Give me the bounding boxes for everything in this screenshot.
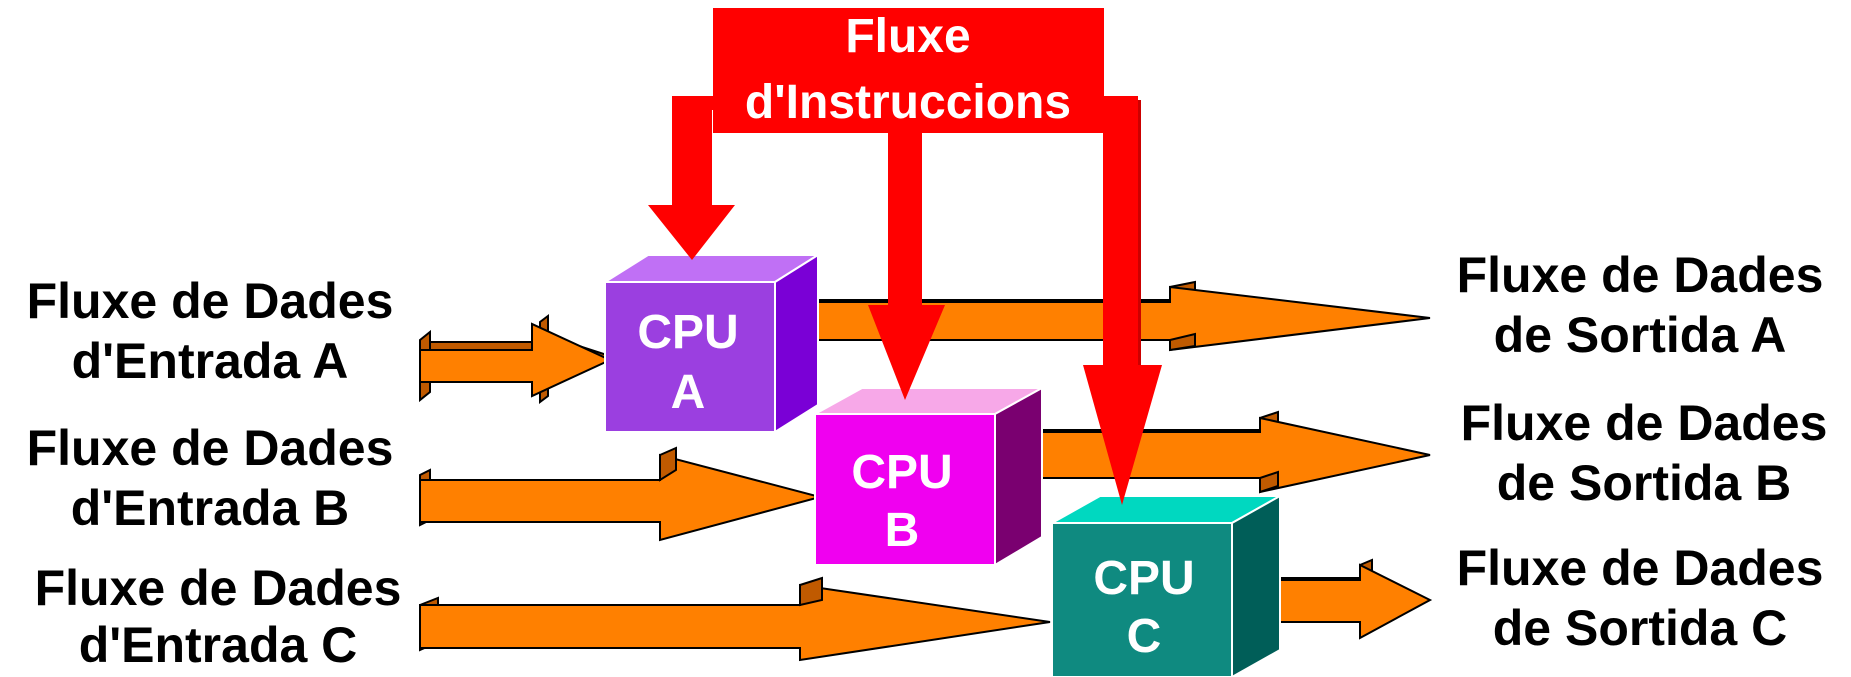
output-label-a-line1: Fluxe de Dades: [1457, 247, 1824, 303]
input-arrow-b: [419, 446, 824, 542]
output-label-b: Fluxe de Dades de Sortida B: [1461, 395, 1828, 511]
cpu-b: CPU B: [814, 386, 1043, 567]
instruction-arrow-b: [868, 110, 945, 400]
cpu-a-label: CPU: [637, 306, 738, 359]
cpu-a-letter: A: [671, 366, 706, 419]
output-arrow-b: [1019, 410, 1431, 494]
input-label-b: Fluxe de Dades d'Entrada B: [27, 420, 394, 536]
input-arrow-c: [419, 576, 1051, 662]
cpu-c-label: CPU: [1093, 552, 1194, 605]
input-label-c-line2: d'Entrada C: [79, 617, 358, 673]
instruction-title-line2: d'Instruccions: [745, 76, 1071, 129]
instruction-arrow-a: [648, 100, 735, 260]
output-arrow-c: [1259, 558, 1433, 640]
input-label-b-line1: Fluxe de Dades: [27, 420, 394, 476]
output-label-c-line1: Fluxe de Dades: [1457, 540, 1824, 596]
cpu-a: CPU A: [601, 253, 822, 434]
output-label-a-line2: de Sortida A: [1494, 307, 1787, 363]
cpu-b-letter: B: [885, 504, 920, 557]
input-arrow-a: [419, 314, 614, 404]
output-label-a: Fluxe de Dades de Sortida A: [1457, 247, 1824, 363]
input-label-a-line2: d'Entrada A: [72, 333, 349, 389]
output-label-b-line2: de Sortida B: [1497, 455, 1791, 511]
cpu-b-label: CPU: [851, 446, 952, 499]
cpu-c: CPU C: [1048, 494, 1284, 677]
input-label-a-line1: Fluxe de Dades: [27, 273, 394, 329]
input-label-b-line2: d'Entrada B: [71, 480, 350, 536]
instruction-title-line1: Fluxe: [845, 10, 970, 63]
output-label-b-line1: Fluxe de Dades: [1461, 395, 1828, 451]
instruction-stream: Fluxe d'Instruccions: [648, 8, 1162, 505]
instruction-arrow-c: [1083, 100, 1162, 505]
input-label-a: Fluxe de Dades d'Entrada A: [27, 273, 394, 389]
output-label-c-line2: de Sortida C: [1493, 600, 1787, 656]
input-label-c: Fluxe de Dades d'Entrada C: [35, 560, 402, 673]
output-label-c: Fluxe de Dades de Sortida C: [1457, 540, 1824, 656]
cpu-c-letter: C: [1127, 610, 1162, 663]
input-label-c-line1: Fluxe de Dades: [35, 560, 402, 616]
